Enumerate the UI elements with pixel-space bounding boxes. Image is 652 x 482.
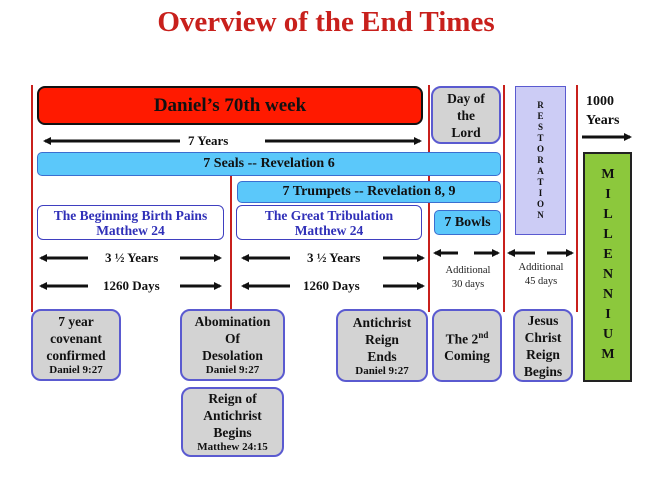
days-label-1: 1260 Days xyxy=(103,278,160,293)
great-tribulation-box: The Great Tribulation Matthew 24 xyxy=(236,205,422,240)
additional-45-days: Additional 45 days xyxy=(506,261,576,289)
event-line: Antichrist xyxy=(352,314,412,330)
birth-pains-title: The Beginning Birth Pains xyxy=(53,207,208,223)
event-ref: Daniel 9:27 xyxy=(49,364,103,376)
event-second-coming: The 2nd Coming xyxy=(432,309,502,382)
event-line: 7 year xyxy=(58,314,94,329)
seven-years-label: 7 Years xyxy=(188,133,229,148)
divider-30-days xyxy=(503,85,505,312)
seven-bowls-bar: 7 Bowls xyxy=(434,210,501,235)
add30-line: 30 days xyxy=(451,279,485,290)
event-line: Begins xyxy=(523,363,563,379)
day-of-the-lord-box: Day of the Lord xyxy=(431,86,501,144)
event-jesus-reign: Jesus Christ Reign Begins xyxy=(513,309,573,382)
event-line: Reign xyxy=(526,346,560,362)
event-ref: Daniel 9:27 xyxy=(355,364,409,377)
event-abomination: Abomination Of Desolation Daniel 9:27 xyxy=(180,309,285,381)
event-line: Christ xyxy=(524,329,562,345)
event-ref: Daniel 9:27 xyxy=(205,364,260,376)
dol-line: Lord xyxy=(451,124,481,140)
event-line: Jesus xyxy=(527,312,559,328)
event-line: Ends xyxy=(367,348,397,364)
millennium-label: MILLENNIUM xyxy=(600,167,616,367)
event-line: Reign xyxy=(365,331,399,347)
add30-line: Additional xyxy=(445,265,491,276)
daniels-70th-week-bar: Daniel’s 70th week xyxy=(37,86,423,125)
birth-pains-box: The Beginning Birth Pains Matthew 24 xyxy=(37,205,224,240)
event-ref: Matthew 24:15 xyxy=(197,441,268,453)
event-line: Desolation xyxy=(202,348,263,363)
event-covenant: 7 year covenant confirmed Daniel 9:27 xyxy=(31,309,121,381)
additional-30-days: Additional 30 days xyxy=(434,264,502,292)
dol-line: the xyxy=(457,107,475,123)
divider-midpoint xyxy=(230,176,232,310)
event-line: Begins xyxy=(213,425,252,440)
event-antichrist-ends: Antichrist Reign Ends Daniel 9:27 xyxy=(336,309,428,382)
thousand-line: Years xyxy=(586,113,620,128)
event-line: Antichrist xyxy=(203,408,262,423)
thousand-line: 1000 xyxy=(586,94,614,109)
diagram-title: Overview of the End Times xyxy=(157,5,495,38)
restoration-box: RESTORATION xyxy=(515,86,566,235)
divider-45-days xyxy=(576,85,578,312)
add45-line: 45 days xyxy=(524,276,558,287)
add45-line: Additional xyxy=(518,262,564,273)
divider-start xyxy=(31,85,33,312)
event-line: The 2nd xyxy=(446,327,489,348)
event-line: covenant xyxy=(50,331,102,346)
event-line: Reign of xyxy=(208,391,257,406)
event-line: confirmed xyxy=(46,348,106,363)
event-line: Abomination xyxy=(194,314,271,329)
tribulation-title: The Great Tribulation xyxy=(264,207,394,223)
days-label-2: 1260 Days xyxy=(303,278,360,293)
half-years-label-1: 3 ½ Years xyxy=(105,250,159,265)
millennium-box: MILLENNIUM xyxy=(583,152,632,382)
seven-trumpets-bar: 7 Trumpets -- Revelation 8, 9 xyxy=(237,181,501,203)
thousand-years-label: 1000 Years xyxy=(586,92,619,130)
second-pre: The 2 xyxy=(445,331,479,347)
tribulation-ref: Matthew 24 xyxy=(294,222,364,238)
event-reign-begins: Reign of Antichrist Begins Matthew 24:15 xyxy=(181,387,284,457)
restoration-label: RESTORATION xyxy=(535,100,546,221)
event-line: Of xyxy=(225,331,240,346)
event-line: Coming xyxy=(444,348,490,364)
birth-pains-ref: Matthew 24 xyxy=(96,222,165,238)
dol-line: Day of xyxy=(447,90,485,106)
seven-seals-bar: 7 Seals -- Revelation 6 xyxy=(37,152,501,176)
half-years-label-2: 3 ½ Years xyxy=(307,250,361,265)
second-sup: nd xyxy=(478,329,489,340)
